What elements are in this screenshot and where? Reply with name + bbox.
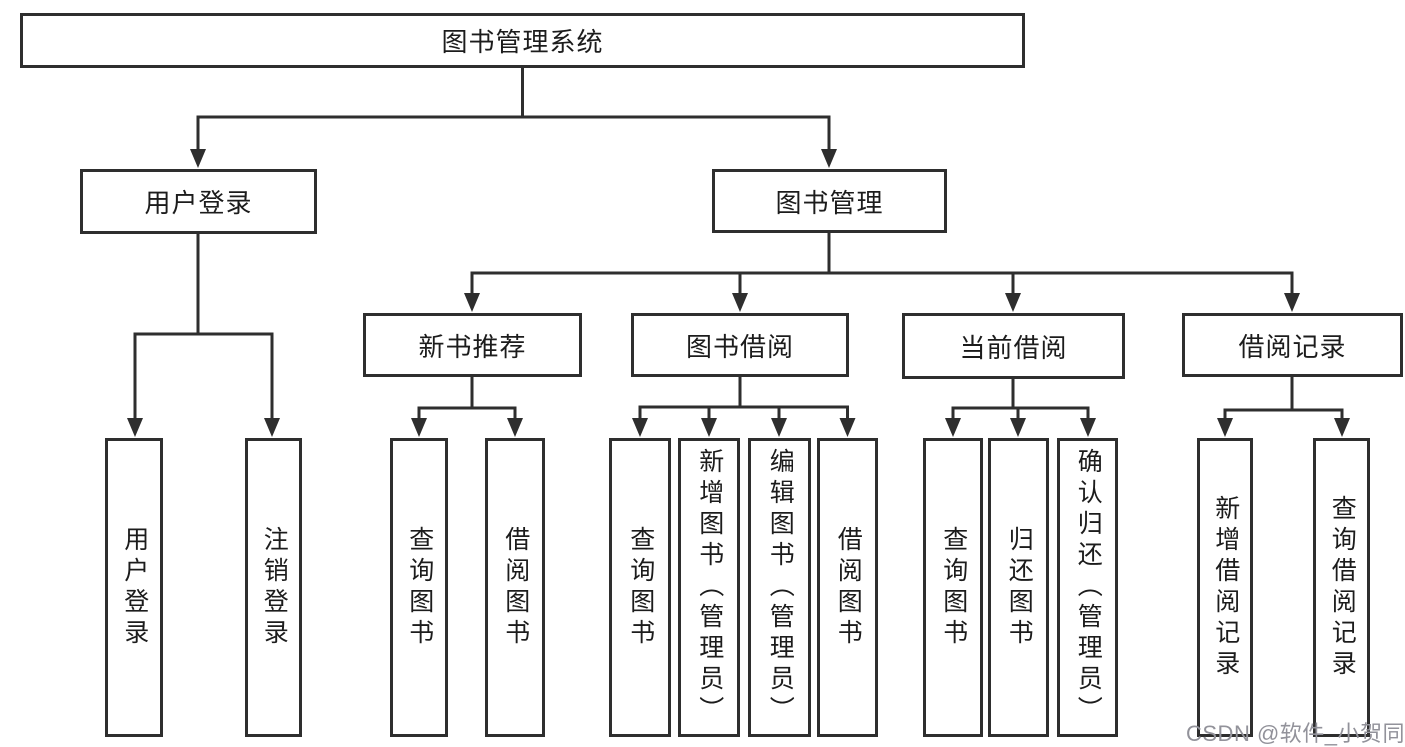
node-borrowing-records: 借阅记录 — [1182, 313, 1403, 377]
node-root-label: 图书管理系统 — [441, 27, 604, 57]
leaf-return-books: 归还图书 — [988, 438, 1049, 737]
leaf-query-books-current-label: 查询图书 — [939, 525, 968, 650]
node-book-management-label: 图书管理 — [775, 187, 884, 218]
node-new-book-recommend-label: 新书推荐 — [418, 331, 527, 362]
leaf-return-books-label: 归还图书 — [1005, 525, 1034, 650]
leaf-user-login: 用户登录 — [105, 438, 163, 737]
leaf-query-borrow-record-label: 查询借阅记录 — [1328, 494, 1357, 681]
leaf-query-books-recommend: 查询图书 — [390, 438, 448, 737]
leaf-borrow-books-borrowing: 借阅图书 — [817, 438, 878, 737]
leaf-query-borrow-record: 查询借阅记录 — [1313, 438, 1370, 737]
leaf-logout-label: 注销登录 — [260, 525, 289, 650]
leaf-add-borrow-record: 新增借阅记录 — [1197, 438, 1253, 737]
leaf-add-books-admin-label: 新增图书（管理员） — [695, 448, 724, 727]
leaf-query-books-borrowing: 查询图书 — [609, 438, 671, 737]
leaf-confirm-return-admin-label: 确认归还（管理员） — [1074, 448, 1103, 727]
leaf-query-books-borrowing-label: 查询图书 — [626, 525, 655, 650]
node-user-login-label: 用户登录 — [144, 188, 253, 218]
leaf-edit-books-admin-label: 编辑图书（管理员） — [766, 448, 795, 727]
leaf-edit-books-admin: 编辑图书（管理员） — [748, 438, 811, 737]
leaf-confirm-return-admin: 确认归还（管理员） — [1057, 438, 1118, 737]
leaf-add-books-admin: 新增图书（管理员） — [678, 438, 740, 737]
node-book-borrowing: 图书借阅 — [631, 313, 849, 377]
node-root-system: 图书管理系统 — [20, 13, 1025, 68]
node-current-borrowing: 当前借阅 — [902, 313, 1125, 379]
leaf-query-books-recommend-label: 查询图书 — [405, 525, 434, 650]
leaf-logout: 注销登录 — [245, 438, 302, 737]
leaf-user-login-label: 用户登录 — [120, 525, 149, 650]
leaf-query-books-current: 查询图书 — [923, 438, 983, 737]
arrowheads — [127, 149, 1350, 437]
node-new-book-recommend: 新书推荐 — [363, 313, 582, 377]
node-user-login: 用户登录 — [80, 169, 317, 234]
node-current-borrowing-label: 当前借阅 — [959, 332, 1068, 363]
leaf-borrow-books-recommend-label: 借阅图书 — [501, 525, 530, 650]
node-book-management: 图书管理 — [712, 169, 947, 233]
leaf-borrow-books-borrowing-label: 借阅图书 — [834, 525, 863, 650]
leaf-borrow-books-recommend: 借阅图书 — [485, 438, 545, 737]
csdn-watermark: CSDN @软件_小贺同学 — [1186, 721, 1405, 746]
node-book-borrowing-label: 图书借阅 — [685, 331, 794, 362]
node-borrowing-records-label: 借阅记录 — [1238, 331, 1347, 362]
leaf-add-borrow-record-label: 新增借阅记录 — [1211, 494, 1240, 681]
